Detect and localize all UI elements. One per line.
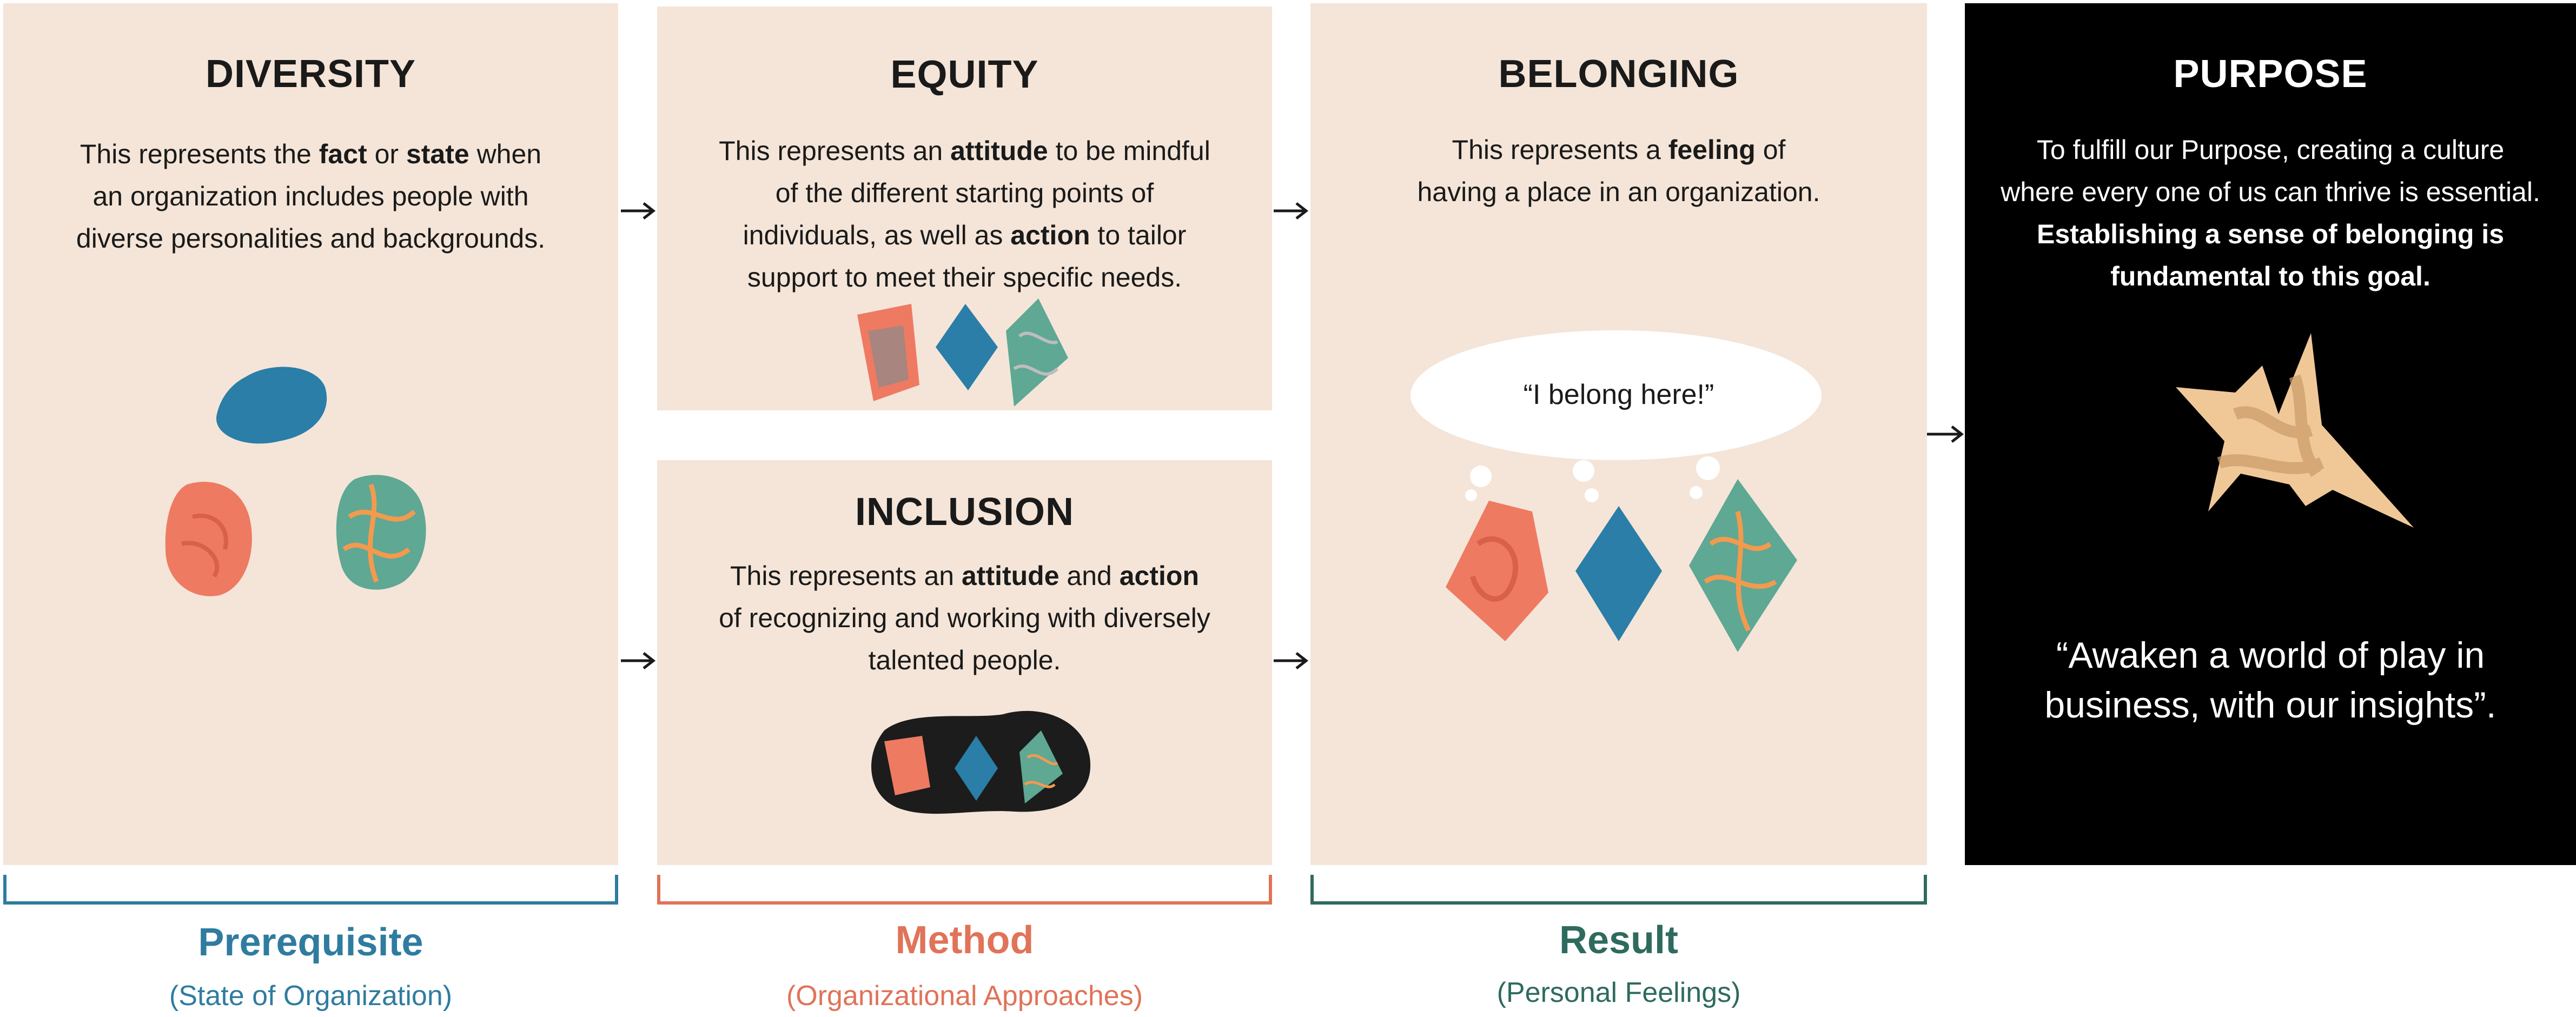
coral-diamond-shape bbox=[1446, 501, 1548, 641]
belonging-description: This represents a feeling of having a pla… bbox=[1310, 129, 1927, 213]
description-line: This represents a feeling of bbox=[1452, 135, 1786, 165]
equity-diamonds-illustration bbox=[857, 298, 1068, 407]
inclusion-group-illustration bbox=[871, 710, 1091, 814]
speech-bubble-illustration bbox=[1410, 330, 1822, 502]
result-label: Result bbox=[1559, 919, 1679, 962]
arrow-right-icon bbox=[621, 652, 656, 669]
speech-bubble bbox=[1410, 330, 1822, 460]
diversity-shapes-illustration bbox=[165, 367, 426, 596]
description-line: of the different starting points of bbox=[775, 178, 1154, 208]
blue-diamond-shape bbox=[1575, 506, 1662, 641]
teal-diamond-shape bbox=[1019, 730, 1063, 803]
method-label: Method bbox=[895, 919, 1034, 962]
description-line: This represents the fact or state when bbox=[80, 139, 542, 169]
inclusion-panel: INCLUSION This represents an attitude an… bbox=[657, 460, 1272, 865]
prerequisite-sublabel: (State of Organization) bbox=[169, 980, 453, 1012]
purpose-description: To fulfill our Purpose, creating a cultu… bbox=[1965, 129, 2576, 297]
belonging-diamonds-illustration bbox=[1446, 479, 1797, 652]
purpose-quote-line1: “Awaken a world of play in bbox=[2056, 635, 2485, 676]
description-line: an organization includes people with bbox=[92, 181, 529, 211]
teal-diamond-shape bbox=[1689, 479, 1797, 652]
description-line: having a place in an organization. bbox=[1417, 177, 1820, 207]
diversity-title: DIVERSITY bbox=[205, 52, 416, 96]
teal-diamond-shape bbox=[1006, 298, 1068, 407]
diversity-panel: DIVERSITY This represents the fact or st… bbox=[3, 3, 618, 865]
diversity-description: This represents the fact or state when an… bbox=[3, 133, 618, 260]
coral-diamond-shape bbox=[884, 736, 930, 795]
blue-blob-shape bbox=[216, 367, 327, 444]
description-line: support to meet their specific needs. bbox=[747, 262, 1182, 293]
description-line: Establishing a sense of belonging is bbox=[2036, 219, 2505, 249]
prerequisite-bracket bbox=[3, 875, 618, 905]
speech-bubble-text: “I belong here!” bbox=[1523, 379, 1714, 410]
arrow-right-icon bbox=[1274, 652, 1309, 669]
belonging-panel: BELONGING This represents a feeling of ha… bbox=[1310, 3, 1927, 865]
belonging-title: BELONGING bbox=[1498, 52, 1739, 96]
result-sublabel: (Personal Feelings) bbox=[1496, 977, 1741, 1008]
prerequisite-label: Prerequisite bbox=[198, 921, 423, 964]
method-bracket bbox=[657, 875, 1272, 905]
arrow-right-icon bbox=[1927, 426, 1964, 443]
description-line: To fulfill our Purpose, creating a cultu… bbox=[2036, 135, 2505, 165]
purpose-title: PURPOSE bbox=[2173, 52, 2368, 96]
inclusion-title: INCLUSION bbox=[855, 490, 1074, 534]
purpose-quote-line2: business, with our insights”. bbox=[2044, 684, 2496, 726]
result-bracket bbox=[1310, 875, 1927, 905]
arrow-right-icon bbox=[1274, 202, 1309, 220]
description-line: individuals, as well as action to tailor bbox=[743, 220, 1187, 250]
coral-blob-shape bbox=[165, 482, 252, 596]
equity-title: EQUITY bbox=[890, 53, 1039, 96]
description-line: fundamental to this goal. bbox=[2110, 261, 2431, 291]
blue-diamond-shape bbox=[955, 736, 998, 801]
description-line: This represents an attitude to be mindfu… bbox=[719, 136, 1210, 166]
description-line: where every one of us can thrive is esse… bbox=[2001, 177, 2540, 207]
method-sublabel: (Organizational Approaches) bbox=[786, 980, 1143, 1012]
description-line: talented people. bbox=[868, 645, 1061, 675]
equity-panel: EQUITY This represents an attitude to be… bbox=[657, 6, 1272, 410]
description-line: diverse personalities and backgrounds. bbox=[76, 223, 546, 254]
description-line: This represents an attitude and action bbox=[730, 561, 1199, 591]
equity-description: This represents an attitude to be mindfu… bbox=[657, 130, 1272, 298]
purpose-panel: PURPOSE To fulfill our Purpose, creating… bbox=[1965, 3, 2576, 865]
description-line: of recognizing and working with diversel… bbox=[719, 603, 1210, 633]
purpose-star-illustration bbox=[2176, 333, 2414, 528]
inclusion-description: This represents an attitude and action of… bbox=[657, 555, 1272, 681]
arrow-right-icon bbox=[621, 202, 656, 220]
teal-blob-shape bbox=[336, 475, 426, 590]
blue-diamond-shape bbox=[936, 304, 998, 390]
